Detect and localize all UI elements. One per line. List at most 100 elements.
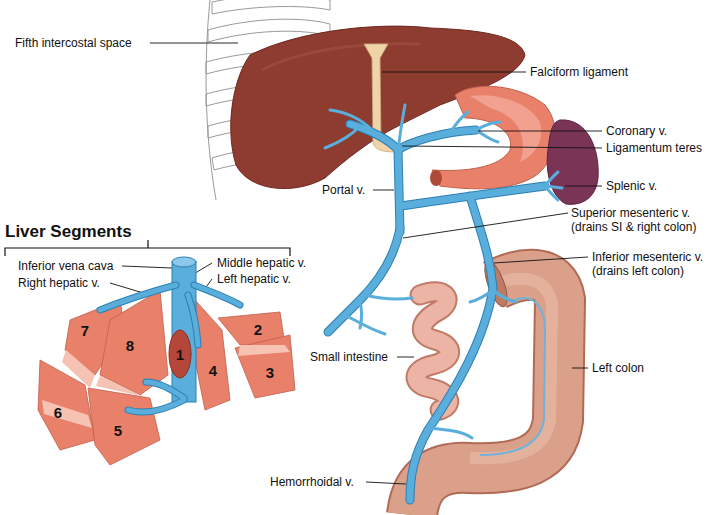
liver-segments (235, 335, 295, 398)
hepatic-veins (172, 257, 196, 267)
structure-label: Small intestine (310, 350, 388, 364)
portal-venous-system (328, 228, 400, 332)
spleen (547, 120, 598, 204)
structure-label: Coronary v. (606, 124, 667, 138)
leader-lines (572, 368, 588, 369)
spleen (547, 120, 598, 204)
leader-lines (122, 266, 172, 268)
portal-venous-system (325, 105, 562, 500)
inset-bracket (5, 248, 290, 256)
leader-lines (403, 213, 568, 238)
structure-label: Portal v. (322, 183, 365, 197)
portal-venous-system (470, 290, 493, 302)
liver-segments (42, 400, 92, 428)
portal-venous-system (328, 124, 545, 500)
leader-lines (366, 482, 406, 484)
structure-label: Superior mesenteric v. (drains SI & righ… (571, 206, 717, 234)
liver-segments (238, 345, 290, 356)
hepatic-veins (169, 330, 191, 378)
structure-label: Inferior mesenteric v. (drains left colo… (592, 250, 717, 278)
portal-venous-system (450, 112, 468, 133)
small-intestine (416, 292, 450, 410)
structure-label: Right hepatic v. (18, 276, 100, 290)
hepatic-veins (188, 295, 198, 345)
portal-venous-system (345, 315, 385, 334)
segment-number: 6 (54, 404, 62, 421)
leader-lines (150, 43, 238, 44)
structure-label: Middle hepatic v. (217, 256, 306, 270)
hepatic-veins (100, 285, 240, 412)
portal-venous-system (325, 126, 360, 148)
hepatic-veins (146, 382, 184, 398)
hepatic-veins (100, 285, 176, 310)
liver-segments (195, 300, 230, 410)
liver-segments (88, 388, 160, 465)
portal-venous-system (350, 124, 400, 232)
portal-venous-system (410, 196, 493, 500)
liver-segments (96, 376, 150, 398)
inset-bracket (147, 240, 148, 248)
portal-venous-system (430, 428, 472, 438)
leader-lines (565, 186, 602, 187)
segment-number: 1 (176, 346, 184, 363)
structure-label: Left colon (592, 361, 644, 375)
portal-venous-system (493, 290, 516, 302)
hepatic-veins (146, 382, 184, 398)
structure-label: Ligamentum teres (606, 141, 702, 155)
hepatic-veins (128, 400, 184, 412)
segment-number: 7 (81, 322, 89, 339)
stomach (470, 95, 541, 162)
segment-number: 2 (254, 321, 262, 338)
portal-venous-system (545, 186, 558, 200)
segment-number: 3 (266, 364, 274, 381)
structure-label: Hemorrhoidal v. (270, 475, 354, 489)
segment-number: 8 (126, 337, 134, 354)
portal-venous-system (360, 300, 362, 328)
inset-bracket (5, 240, 290, 256)
portal-venous-system (330, 110, 372, 130)
portal-venous-system (325, 105, 562, 438)
leader-lines (382, 72, 526, 73)
hepatic-veins (100, 285, 176, 310)
leader-lines (110, 43, 602, 484)
inset-heading: Liver Segments (5, 222, 132, 242)
structure-label: Inferior vena cava (18, 259, 113, 273)
leader-lines (494, 257, 588, 263)
left-colon (412, 259, 560, 515)
liver-segments (38, 290, 295, 465)
hepatic-veins (100, 285, 240, 412)
portal-venous-system (398, 105, 405, 150)
left-colon (480, 298, 545, 455)
portal-venous-system (545, 172, 558, 186)
small-intestine (416, 292, 450, 410)
hepatic-veins (194, 285, 240, 305)
rib-cage (212, 0, 330, 14)
hepatic-veins (194, 285, 240, 305)
structure-label: Fifth intercostal space (15, 36, 132, 50)
hepatic-veins (188, 295, 198, 345)
hepatic-veins (128, 400, 184, 412)
portal-venous-system (328, 124, 545, 500)
leader-lines (373, 190, 394, 191)
structure-label: Left hepatic v. (217, 272, 291, 286)
portal-venous-system (365, 295, 412, 299)
portal-venous-system (410, 196, 493, 500)
segment-number: 5 (114, 422, 122, 439)
leader-lines (402, 146, 602, 148)
liver-segments (62, 350, 95, 388)
portal-venous-system (476, 130, 498, 142)
portal-venous-system (328, 228, 400, 332)
portal-venous-system (350, 124, 400, 232)
stomach (430, 170, 442, 186)
small-intestine (416, 292, 450, 410)
left-colon (470, 279, 552, 459)
liver (262, 44, 420, 70)
leader-lines (397, 357, 414, 358)
structure-label: Falciform ligament (530, 65, 628, 79)
rib-cage (206, 0, 216, 200)
leader-lines (478, 131, 602, 132)
stomach (432, 86, 555, 189)
segment-number: 4 (209, 362, 217, 379)
